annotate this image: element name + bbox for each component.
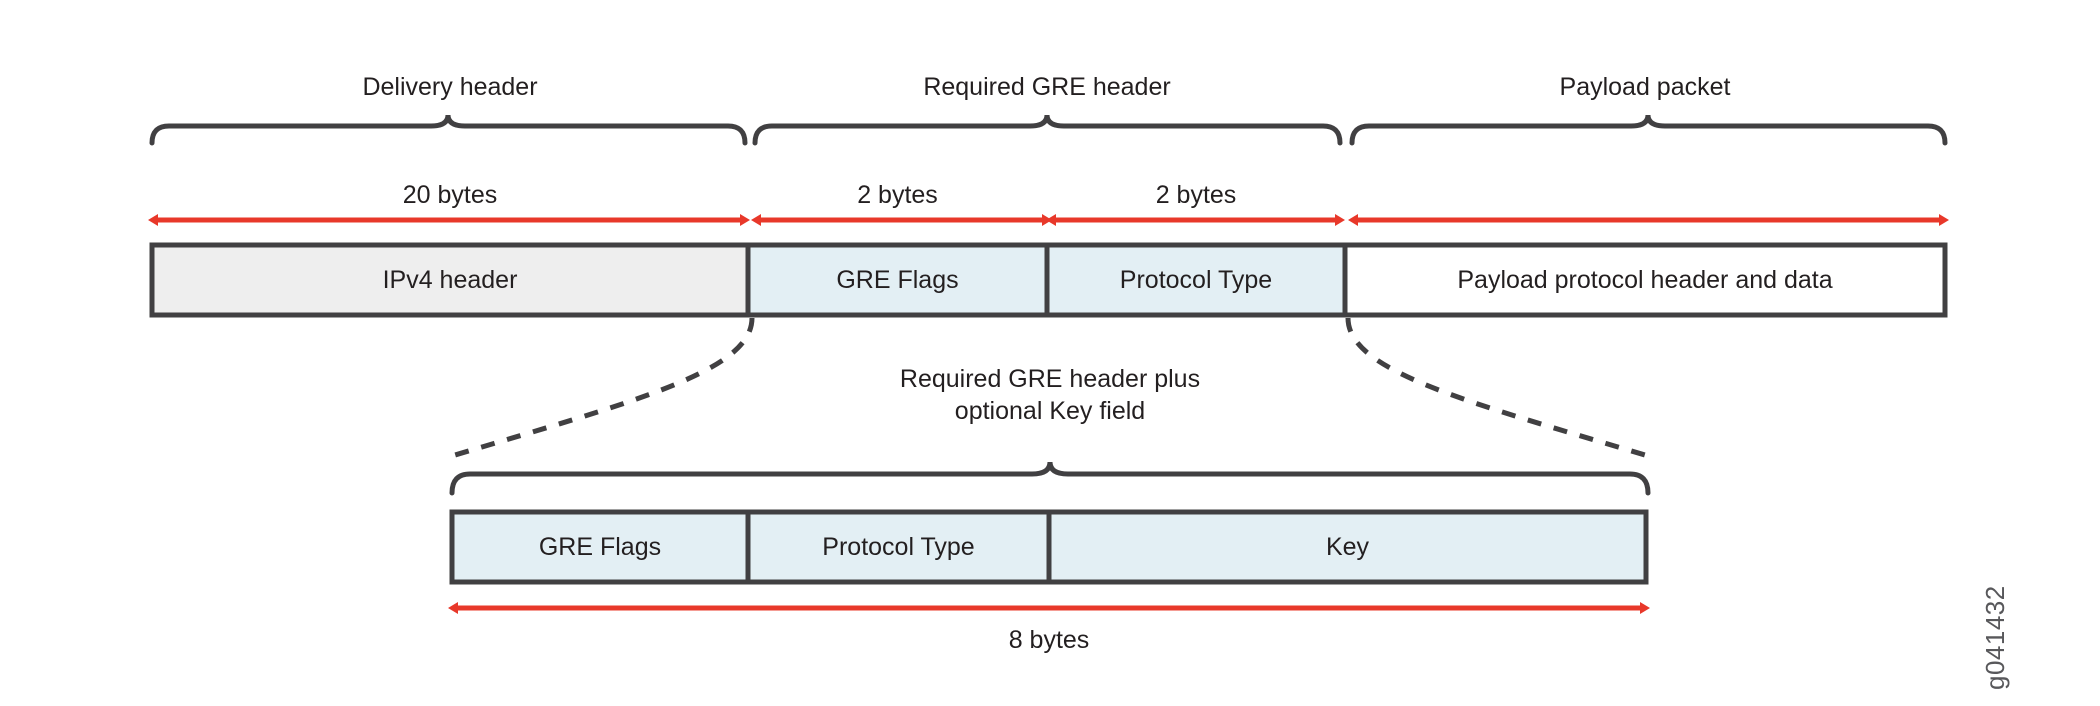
cell-label-bottom-protocol-type: Protocol Type [822, 532, 975, 561]
brace-delivery-header [149, 114, 748, 146]
callout-caption-line1: Required GRE header plus [899, 365, 1201, 393]
brace-label-delivery-header: Delivery header [362, 73, 538, 101]
connector-dashed-right [1345, 317, 1646, 458]
cell-label-protocol-type: Protocol Type [1119, 265, 1273, 294]
watermark-label: g041432 [1980, 585, 2010, 690]
cell-label-ipv4-header: IPv4 header [382, 265, 518, 294]
cell-label-payload-protocol-header-and-data: Payload protocol header and data [1457, 265, 1833, 294]
size-label-20-bytes: 20 bytes [402, 181, 498, 209]
brace-required-gre-header [752, 114, 1343, 146]
size-label-2-bytes-flags: 2 bytes [857, 181, 938, 209]
size-label-8-bytes: 8 bytes [1008, 626, 1090, 654]
size-label-2-bytes-protocol: 2 bytes [1155, 181, 1237, 209]
connector-dashed-left [454, 317, 755, 458]
cell-label-bottom-gre-flags: GRE Flags [538, 532, 662, 561]
callout-caption-line2: optional Key field [954, 397, 1146, 425]
brace-payload-packet [1349, 114, 1948, 146]
brace-label-required-gre-header: Required GRE header [923, 73, 1171, 101]
brace-gre-plus-key [449, 461, 1651, 496]
cell-label-gre-flags: GRE Flags [836, 265, 959, 294]
brace-label-payload-packet: Payload packet [1559, 73, 1731, 101]
cell-label-bottom-key: Key [1325, 532, 1370, 561]
